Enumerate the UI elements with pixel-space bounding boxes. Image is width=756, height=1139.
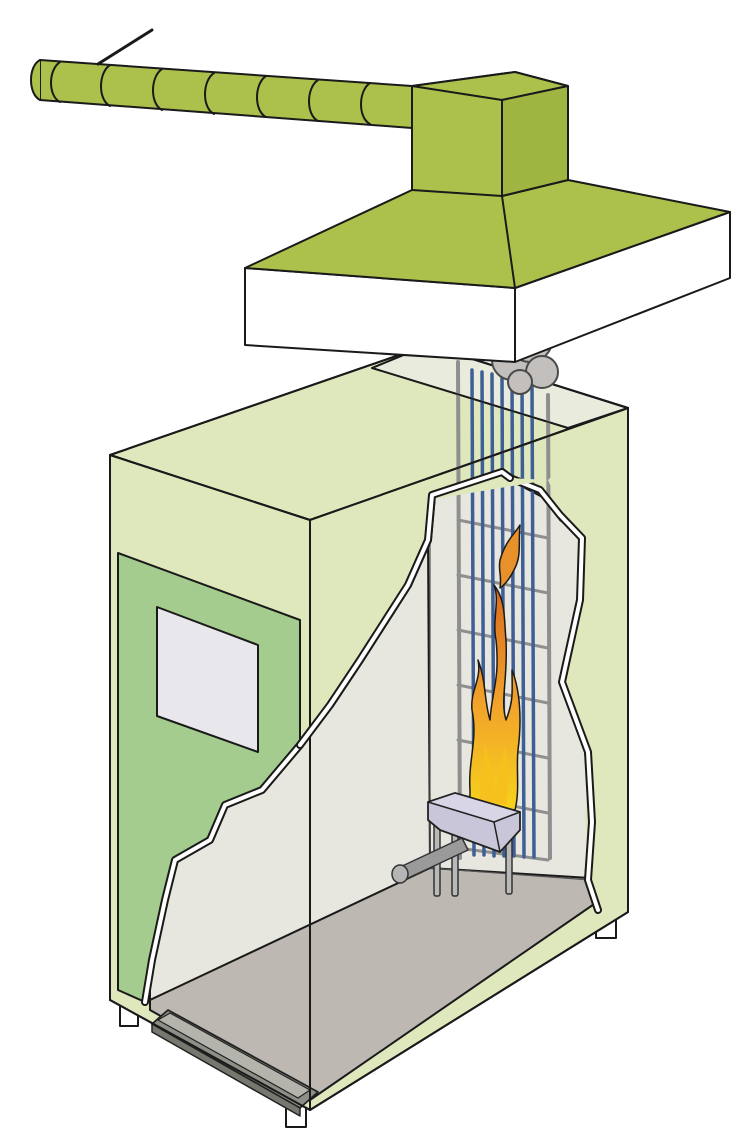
ribbon-burner [391, 792, 521, 897]
exhaust-duct [30, 28, 413, 129]
gas-pipe-end [391, 864, 409, 884]
door-window [156, 606, 259, 753]
burner-top-face [427, 792, 521, 823]
drip-tray [151, 1009, 319, 1117]
flame [468, 524, 521, 811]
cabinet-edges [109, 344, 629, 1111]
duct-wire [96, 28, 154, 66]
ladder-rail-right [546, 393, 552, 860]
flame-core [479, 745, 508, 805]
flame-main [468, 584, 521, 811]
ladder-rail-left [456, 360, 462, 860]
flame-tip [498, 524, 521, 589]
duct-corrugations [50, 61, 371, 125]
cabinet-front-remaining [506, 408, 628, 928]
exhaust-hood [244, 71, 731, 363]
